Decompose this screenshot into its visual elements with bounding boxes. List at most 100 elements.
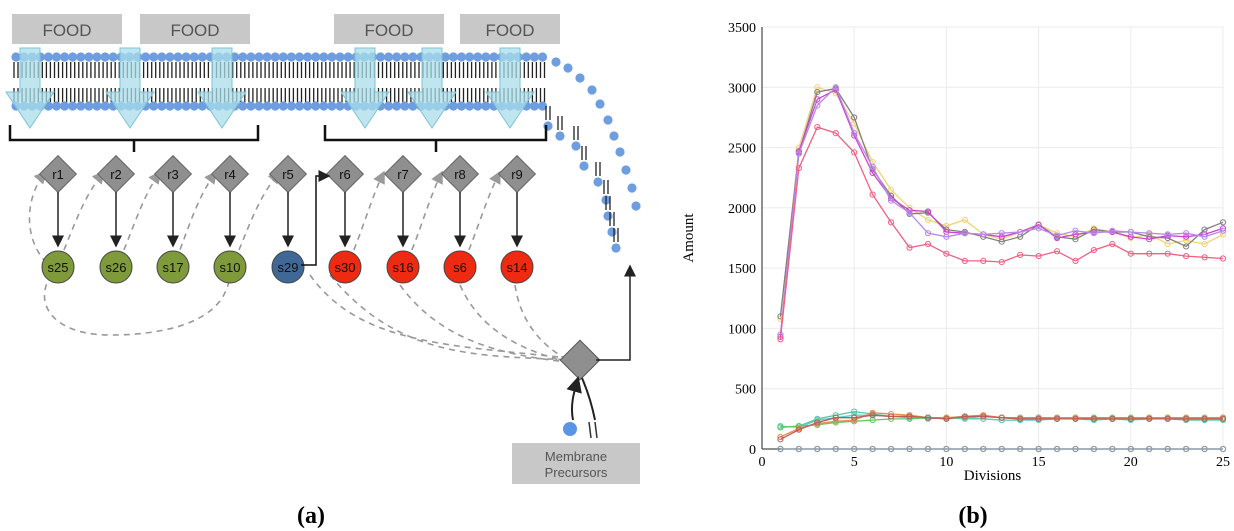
lipid-pair xyxy=(157,52,167,111)
lipid-head xyxy=(621,165,631,175)
data-point xyxy=(1017,415,1024,422)
food-box-2: FOOD xyxy=(140,14,250,44)
reaction-r6: r6 xyxy=(325,154,365,248)
food-box-3: FOOD xyxy=(334,14,444,44)
x-tick-label: 5 xyxy=(851,455,858,470)
data-point xyxy=(887,445,895,453)
series-path xyxy=(779,86,1224,335)
data-point xyxy=(851,149,858,156)
species-s10: s10 xyxy=(213,250,247,284)
lipid-pair xyxy=(181,52,191,111)
data-point xyxy=(961,216,968,224)
reaction-label: r3 xyxy=(167,167,179,182)
lipid-pair xyxy=(327,52,337,111)
lipid-head xyxy=(440,52,450,62)
x-tick-label: 25 xyxy=(1216,455,1230,470)
data-point xyxy=(814,123,821,131)
y-tick-label: 2000 xyxy=(728,202,756,217)
lipid-pair xyxy=(335,52,345,111)
data-point xyxy=(1109,445,1116,453)
data-point xyxy=(869,412,876,419)
data-point xyxy=(1146,415,1153,422)
lipid-head xyxy=(537,52,548,62)
data-point xyxy=(961,445,968,453)
precursors-line-2: Precursors xyxy=(545,465,608,480)
species-s16: s16 xyxy=(386,250,420,284)
lipid-head xyxy=(149,101,159,111)
lipid-pair xyxy=(473,52,483,111)
data-point xyxy=(851,130,858,137)
lipid-head xyxy=(384,52,394,62)
series-line xyxy=(777,86,1227,340)
y-axis-label: Amount xyxy=(681,213,697,263)
precursor-head xyxy=(563,422,577,436)
precursor-tail-input xyxy=(581,377,596,421)
data-point xyxy=(777,336,784,343)
data-point xyxy=(1219,227,1227,234)
lipid-head xyxy=(157,101,167,111)
lipid-pair xyxy=(537,52,548,111)
series-line xyxy=(777,84,1227,322)
data-point xyxy=(832,84,839,91)
lipid-head xyxy=(173,52,183,62)
lipid-pair xyxy=(286,52,296,111)
data-point xyxy=(1219,445,1227,453)
data-point xyxy=(851,114,858,121)
data-point xyxy=(1146,250,1153,257)
panel-a: FOOD FOOD FOOD FOOD xyxy=(5,14,641,529)
species-label: s30 xyxy=(335,260,356,275)
reaction-label: r9 xyxy=(511,167,523,182)
lipid-head xyxy=(465,52,475,62)
food-arrow xyxy=(105,47,155,129)
left-bracket xyxy=(8,125,260,152)
data-point xyxy=(943,233,950,240)
data-point xyxy=(795,445,802,453)
data-point xyxy=(851,408,858,415)
lipid-pair xyxy=(384,52,394,111)
data-point xyxy=(1035,252,1042,260)
data-point xyxy=(961,230,968,237)
series-line xyxy=(777,445,1227,453)
lipid-head xyxy=(456,101,467,111)
lipid-head xyxy=(141,52,151,62)
x-tick-label: 0 xyxy=(759,455,766,470)
lipid-head xyxy=(481,101,491,111)
membrane-precursors-box: Membrane Precursors xyxy=(512,443,640,484)
lipid-head xyxy=(181,101,191,111)
lipid-head xyxy=(575,73,585,83)
y-tick-label: 3000 xyxy=(728,81,756,96)
free-lipid xyxy=(611,228,621,253)
lipid-head xyxy=(246,101,256,111)
lipid-head xyxy=(609,131,619,141)
lipid-head xyxy=(173,101,183,111)
data-point xyxy=(906,445,913,453)
data-point xyxy=(998,259,1005,266)
x-tick-label: 20 xyxy=(1124,455,1138,470)
data-point xyxy=(1146,445,1153,453)
lipid-head xyxy=(270,52,280,62)
data-point xyxy=(980,445,987,453)
lipid-head xyxy=(84,52,94,62)
lipid-head xyxy=(400,101,410,111)
lipid-head xyxy=(278,101,288,111)
data-point xyxy=(1183,230,1190,237)
free-lipid xyxy=(555,116,565,141)
lipid-head xyxy=(100,101,110,111)
lipid-head xyxy=(627,183,637,193)
lipid-head xyxy=(303,101,313,111)
data-point xyxy=(980,413,987,420)
species-s26: s26 xyxy=(99,250,133,284)
data-point xyxy=(961,413,968,420)
data-point xyxy=(814,419,821,426)
data-point xyxy=(832,445,839,453)
lipid-head xyxy=(456,52,467,62)
reaction-label: r7 xyxy=(397,167,409,182)
data-point xyxy=(1183,243,1190,250)
series-path xyxy=(779,88,1224,337)
species-label: s6 xyxy=(453,260,467,275)
lipid-head xyxy=(392,52,402,62)
data-point xyxy=(1219,231,1227,238)
data-point xyxy=(777,445,784,453)
lipid-pair xyxy=(278,52,288,111)
